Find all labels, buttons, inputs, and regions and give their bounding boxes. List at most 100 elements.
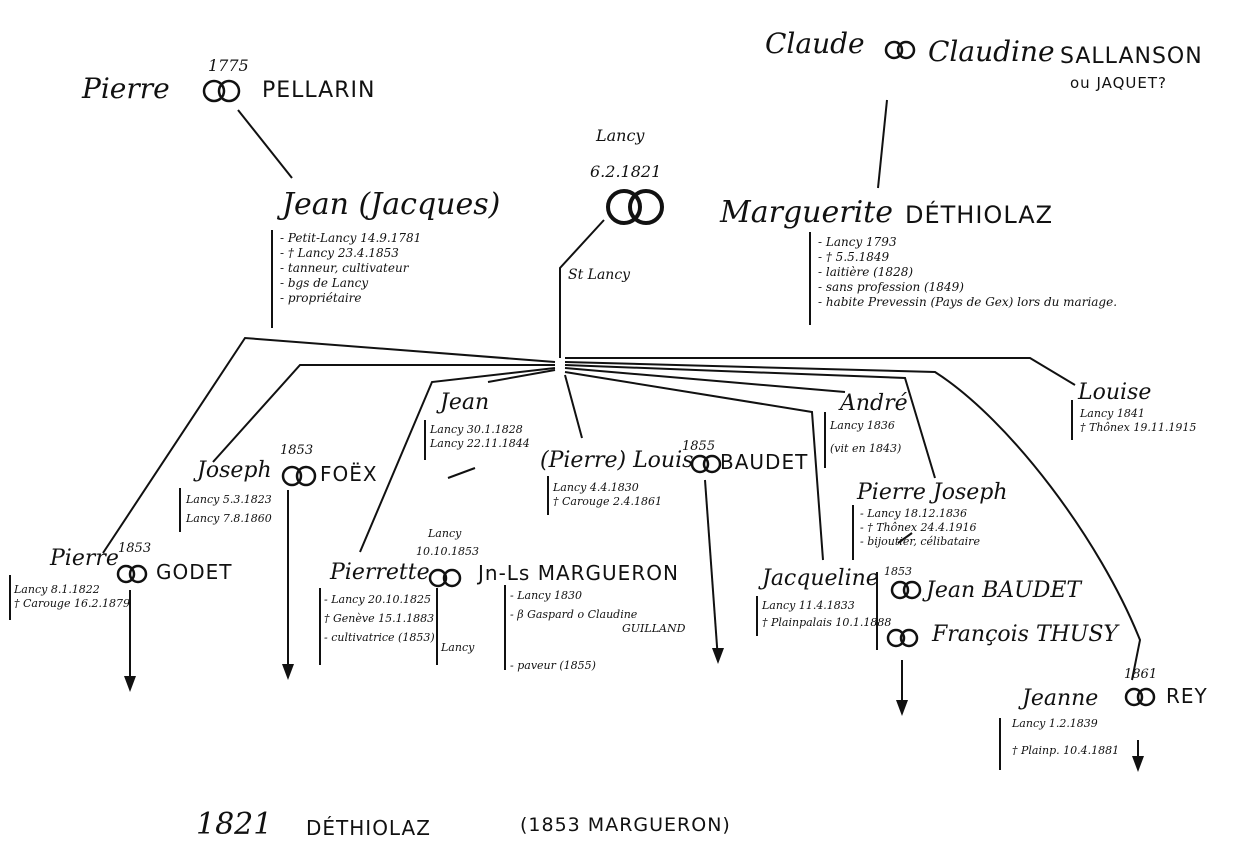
fact: - cultivatrice (1853) (324, 631, 435, 644)
marriage-rings-icon (428, 568, 462, 588)
fact: - tanneur, cultivateur (280, 261, 409, 275)
fact: - sans profession (1849) (818, 280, 964, 294)
pierre-pellarin-first: Pierre (82, 72, 170, 105)
fact: GUILLAND (622, 622, 686, 635)
pierrette-spouse: Jn-Ls MARGUERON (478, 561, 679, 585)
claude-name: Claude (765, 27, 865, 60)
line-to-pierrette (359, 367, 556, 553)
fact: Lancy 5.3.1823 (186, 493, 272, 506)
jean-jacques-name: Jean (Jacques) (282, 187, 501, 222)
fact: † Thônex 19.11.1915 (1080, 421, 1197, 434)
marriage-rings-icon (886, 628, 919, 648)
pierre-joseph-facts: - Lancy 18.12.1836 - † Thônex 24.4.1916 … (860, 508, 980, 550)
jean-child-name: Jean (440, 390, 490, 415)
marguerite-last: DÉTHIOLAZ (905, 201, 1054, 229)
louise-facts: Lancy 1841 † Thônex 19.11.1915 (1080, 408, 1196, 436)
fact: Lancy 1836 (830, 419, 895, 432)
fact: Lancy 1.2.1839 (1012, 717, 1098, 730)
fact: - habite Prevessin (Pays de Gex) lors du… (818, 295, 1118, 309)
fact: - bgs de Lancy (280, 276, 369, 290)
line-to-pierre-joseph (564, 364, 936, 479)
pierre-pellarin-year: 1775 (208, 56, 249, 75)
fact: - bijoutier, célibataire (860, 535, 980, 548)
joseph-facts: Lancy 5.3.1823 Lancy 7.8.1860 (186, 494, 272, 527)
fact: Lancy 11.4.1833 (762, 599, 855, 612)
baptism-place: St Lancy (568, 267, 631, 283)
jacqueline-marriage-year: 1853 (884, 565, 912, 578)
line-to-louise (565, 357, 1076, 386)
claudine-name: Claudine (928, 35, 1055, 68)
andre-facts: Lancy 1836 (vit en 1843) (830, 420, 901, 457)
jeanne-marriage-year: 1861 (1124, 667, 1158, 682)
pierrette-first: Pierrette (330, 560, 430, 585)
fact: - propriétaire (280, 291, 362, 305)
jean-jacques-facts: - Petit-Lancy 14.9.1781 - † Lancy 23.4.1… (280, 232, 421, 307)
sallanson-name: SALLANSON (1060, 44, 1203, 69)
pierre-louis-first: (Pierre) Louis (540, 448, 694, 473)
fact: Lancy 8.1.1822 (14, 583, 100, 596)
pierre-godet-last: GODET (156, 560, 233, 584)
fact: Lancy 4.4.1830 (553, 481, 639, 494)
jacqueline-name: Jacqueline (762, 566, 879, 591)
line-to-jacqueline (564, 371, 824, 561)
line-to-joseph (212, 364, 555, 463)
footer-year: 1821 (196, 807, 273, 842)
pierrette-side-note: Lancy (441, 641, 475, 654)
pierre-godet-marriage-year: 1853 (118, 541, 152, 556)
jeanne-first: Jeanne (1022, 686, 1099, 711)
joseph-last: FOËX (320, 462, 378, 486)
line-to-jeanne (564, 361, 1142, 681)
fact: - laitière (1828) (818, 265, 914, 279)
fact: - Lancy 1793 (818, 235, 897, 249)
marriage-rings-icon (116, 564, 148, 584)
fact: † Carouge 2.4.1861 (553, 495, 662, 508)
line-to-jean-child (487, 369, 556, 383)
marguerite-first: Marguerite (720, 195, 893, 230)
pierrette-marriage-date: 10.10.1853 (416, 545, 479, 558)
andre-name: André (840, 391, 908, 416)
margueron-facts: - Lancy 1830 - β Gaspard o Claudine GUIL… (510, 590, 685, 674)
fact: † Genève 15.1.1883 (324, 612, 435, 625)
fact: - † 5.5.1849 (818, 250, 890, 264)
marriage-place: Lancy (596, 126, 645, 145)
fact: † Plainp. 10.4.1881 (1012, 744, 1120, 757)
fact: - paveur (1855) (510, 659, 596, 672)
marriage-rings-icon (884, 40, 916, 60)
joseph-marriage-year: 1853 (280, 443, 314, 458)
jacqueline-spouse-2: François THUSY (932, 622, 1118, 647)
marriage-date: 6.2.1821 (590, 162, 662, 181)
line-to-pierre (102, 336, 556, 554)
fact: - Lancy 20.10.1825 (324, 593, 432, 606)
jacqueline-facts: Lancy 11.4.1833 † Plainpalais 10.1.1888 (762, 600, 891, 631)
pierre-joseph-name: Pierre Joseph (857, 480, 1008, 505)
fact: - β Gaspard o Claudine (510, 608, 638, 621)
jean-child-facts: Lancy 30.1.1828 Lancy 22.11.1844 (430, 424, 530, 452)
fact: † Carouge 16.2.1879 (14, 597, 130, 610)
line-sallanson-to-marguerite (877, 99, 888, 189)
fact: Lancy 1841 (1080, 407, 1145, 420)
louise-name: Louise (1078, 380, 1152, 405)
line-to-andre (564, 367, 846, 393)
fact: Lancy 7.8.1860 (186, 512, 272, 525)
line-pellarin-to-jean (237, 109, 293, 179)
pierre-godet-first: Pierre (50, 546, 119, 571)
marriage-rings-icon (690, 454, 722, 474)
pierre-pellarin-last: PELLARIN (262, 78, 376, 103)
marriage-rings-icon (202, 79, 241, 103)
marriage-rings-icon (606, 189, 664, 225)
pierre-louis-marriage-year: 1855 (682, 439, 716, 454)
fact: - Petit-Lancy 14.9.1781 (280, 231, 422, 245)
joseph-first: Joseph (197, 458, 272, 483)
pierrette-facts: - Lancy 20.10.1825 † Genève 15.1.1883 - … (324, 594, 435, 646)
pierre-godet-facts: Lancy 8.1.1822 † Carouge 16.2.1879 (14, 584, 130, 612)
line-to-pierre-louis (564, 374, 583, 439)
marriage-rings-icon (281, 465, 317, 487)
fact: - Lancy 1830 (510, 589, 583, 602)
fact: Lancy 30.1.1828 (430, 423, 523, 436)
marriage-rings-icon (1124, 687, 1156, 707)
footer-name: DÉTHIOLAZ (306, 816, 431, 840)
fact: - † Thônex 24.4.1916 (860, 521, 977, 534)
fact: (vit en 1843) (830, 442, 902, 455)
jeanne-last: REY (1166, 684, 1208, 708)
pierre-louis-last: BAUDET (720, 450, 809, 474)
